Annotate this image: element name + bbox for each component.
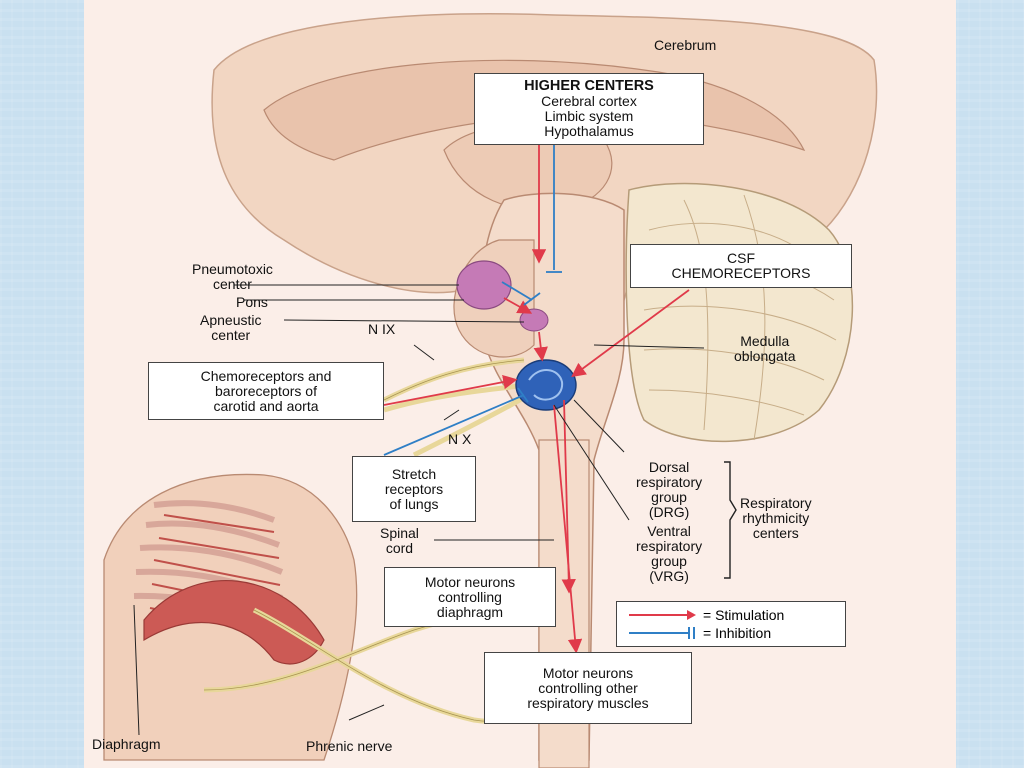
label-pons: Pons (236, 294, 268, 310)
apneustic-center-shape (519, 308, 549, 332)
diagram-page: Cerebrum Pneumotoxic center Pons Apneust… (84, 0, 956, 768)
stimulation-arrow-icon (629, 610, 696, 620)
label-respiratory-rhythmicity-centers: Respiratory rhythmicity centers (740, 495, 812, 541)
higher-centers-box: HIGHER CENTERS Cerebral cortex Limbic sy… (474, 73, 704, 145)
label-apneustic-center: Apneustic center (200, 312, 262, 343)
legend-box: = Stimulation = Inhibition (616, 601, 846, 647)
label-phrenic-nerve: Phrenic nerve (306, 738, 393, 754)
csf-chemoreceptors-box: CSF CHEMORECEPTORS (630, 244, 852, 288)
rhythmicity-brace (724, 461, 737, 579)
rhythm-swirl (528, 369, 564, 401)
diaphragm-muscle-shape (143, 580, 325, 665)
legend-inhibition-text: = Inhibition (703, 625, 772, 641)
rhythmicity-centers-shape (515, 359, 577, 411)
legend-row-stimulation: = Stimulation (627, 607, 784, 623)
inhibition-bar-icon (629, 627, 695, 639)
label-cerebrum: Cerebrum (654, 37, 717, 53)
label-dorsal-respiratory-group: Dorsal respiratory group (DRG) (636, 459, 703, 520)
stimulation-pathways (383, 145, 690, 654)
higher-centers-line: Limbic system (544, 108, 634, 124)
label-n-ix: N IX (368, 321, 396, 337)
legend-row-inhibition: = Inhibition (627, 625, 771, 641)
label-n-x: N X (448, 431, 472, 447)
higher-centers-line: Cerebral cortex (541, 93, 637, 109)
label-spinal-cord: Spinal cord (380, 525, 419, 556)
label-pneumotaxic-center: Pneumotoxic center (192, 261, 273, 292)
label-diaphragm: Diaphragm (92, 736, 161, 752)
motor-neurons-other-box: Motor neurons controlling other respirat… (484, 652, 692, 724)
pneumotaxic-center-shape (456, 260, 512, 310)
label-leader-lines (133, 284, 705, 736)
higher-centers-title: HIGHER CENTERS (524, 78, 654, 94)
chemoreceptors-baroreceptors-box: Chemoreceptors and baroreceptors of caro… (148, 362, 384, 420)
inhibition-pathways (383, 145, 562, 456)
label-medulla-oblongata: Medulla oblongata (734, 333, 796, 364)
stretch-receptors-box: Stretch receptors of lungs (352, 456, 476, 522)
higher-centers-line: Hypothalamus (544, 123, 634, 139)
motor-neurons-diaphragm-box: Motor neurons controlling diaphragm (384, 567, 556, 627)
label-ventral-respiratory-group: Ventral respiratory group (VRG) (636, 523, 703, 584)
legend-stimulation-text: = Stimulation (703, 607, 785, 623)
